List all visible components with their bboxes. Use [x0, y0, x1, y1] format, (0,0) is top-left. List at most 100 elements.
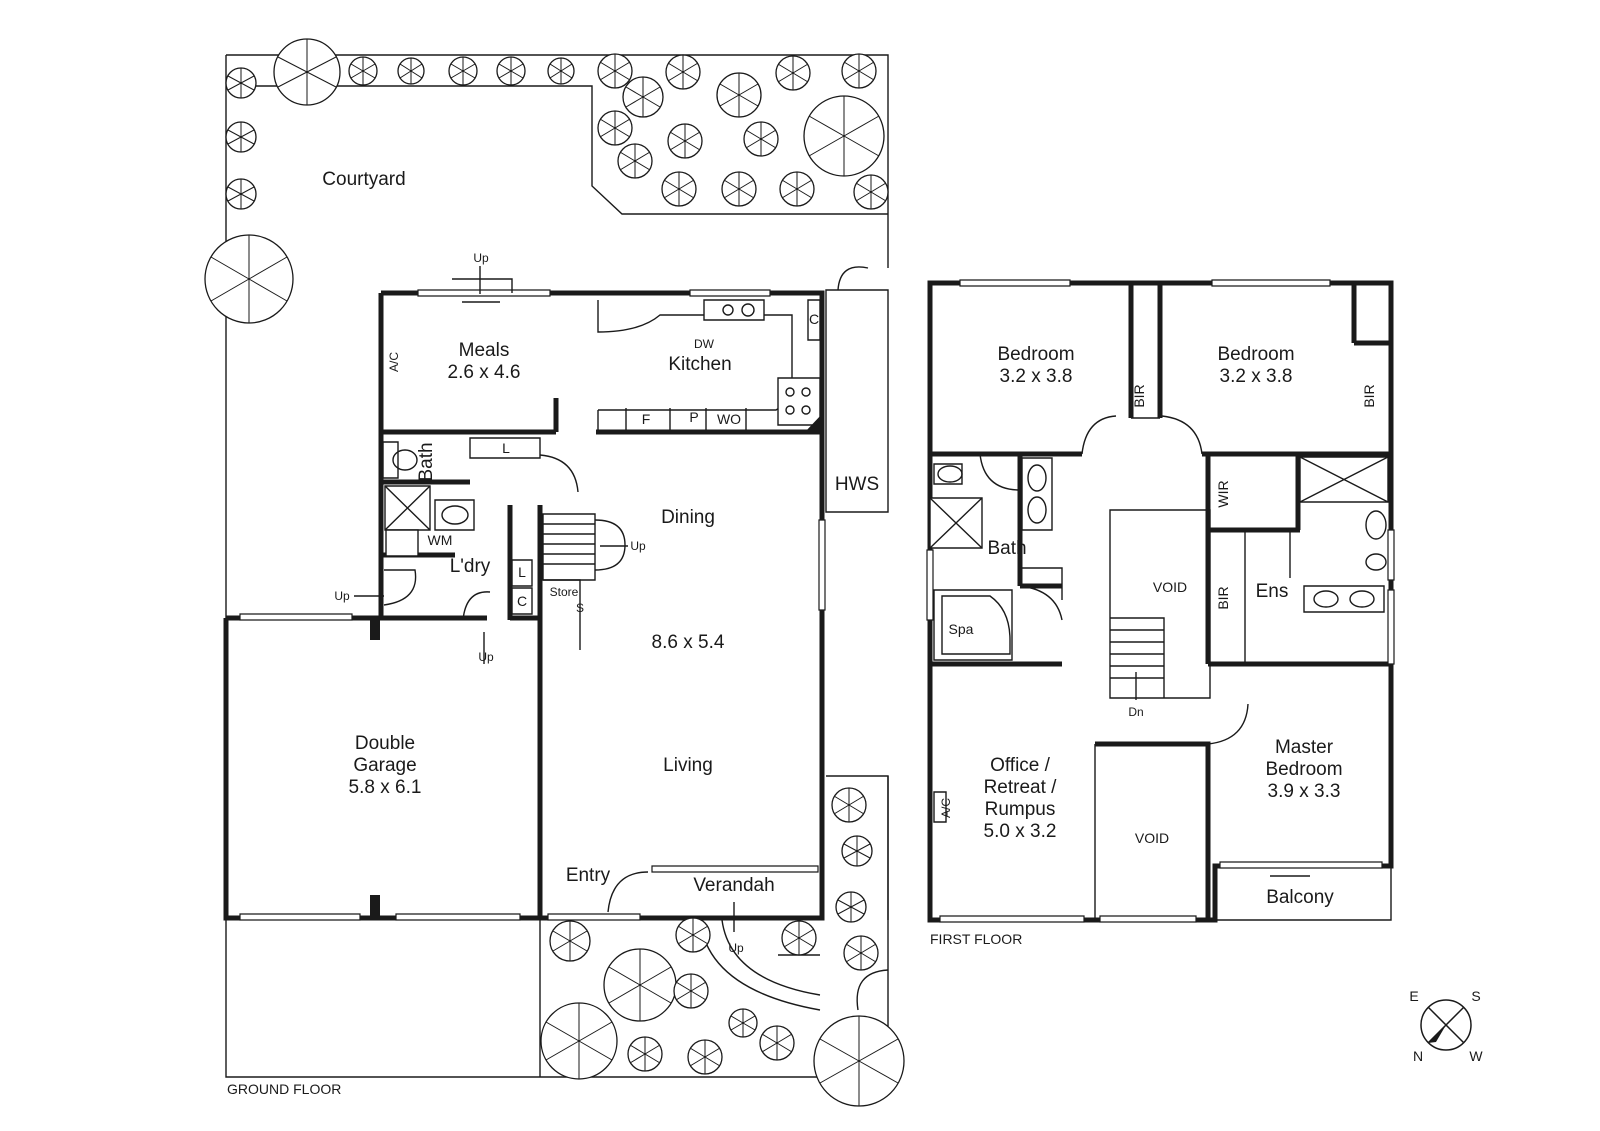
room-size-office: 5.0 x 3.2: [984, 821, 1057, 842]
tree-icon: [661, 171, 697, 207]
tree-icon: [743, 121, 779, 157]
up-label-garage: Up: [478, 650, 494, 664]
down-label: Dn: [1128, 705, 1143, 719]
room-label-bath-ground: Bath: [416, 442, 437, 481]
compass-south: S: [1471, 988, 1480, 1004]
store-label: Store: [550, 585, 579, 599]
tree-icon: [225, 121, 257, 153]
first-floor-caption: FIRST FLOOR: [930, 931, 1022, 947]
compass-north: N: [1413, 1048, 1423, 1064]
room-label-office-3: Rumpus: [985, 799, 1056, 820]
ground-floor-labels: Courtyard Meals 2.6 x 4.6 DW Kitchen C F…: [227, 169, 879, 1097]
ground-floor-caption: GROUND FLOOR: [227, 1081, 341, 1097]
tree-icon: [803, 95, 885, 177]
room-label-bath-first: Bath: [987, 538, 1026, 559]
room-label-dining: Dining: [661, 507, 715, 528]
fridge-label: F: [642, 411, 651, 427]
tree-icon: [675, 917, 711, 953]
room-label-office-2: Retreat /: [984, 777, 1058, 798]
pantry-label: P: [689, 409, 698, 425]
up-label-laundry: Up: [334, 589, 350, 603]
tree-icon: [627, 1036, 663, 1072]
tree-icon: [665, 54, 701, 90]
room-label-laundry: L'dry: [450, 556, 491, 577]
tree-icon: [597, 110, 633, 146]
bir-label-3: BIR: [1215, 586, 1231, 609]
tree-icon: [549, 920, 591, 962]
ac-label-ground: A/C: [387, 352, 401, 372]
tree-icon: [779, 171, 815, 207]
dishwasher-label: DW: [694, 337, 715, 351]
tree-icon: [831, 787, 867, 823]
tree-icon: [617, 143, 653, 179]
room-size-master: 3.9 x 3.3: [1268, 781, 1341, 802]
room-label-living: Living: [663, 755, 713, 776]
room-label-courtyard: Courtyard: [322, 169, 405, 190]
bir-label-2: BIR: [1361, 384, 1377, 407]
void-label-1: VOID: [1153, 579, 1187, 595]
tree-icon: [781, 920, 817, 956]
tree-icon: [547, 57, 575, 85]
room-label-entry: Entry: [566, 865, 611, 886]
room-label-hws: HWS: [835, 474, 879, 495]
wir-label: WIR: [1215, 480, 1231, 507]
tree-icon: [775, 55, 811, 91]
linen-label-store: L: [518, 564, 526, 580]
compass-east: E: [1409, 988, 1418, 1004]
tree-icon: [204, 234, 294, 324]
room-size-meals: 2.6 x 4.6: [448, 362, 521, 383]
room-label-garage-2: Garage: [353, 755, 416, 776]
room-label-ensuite: Ens: [1256, 581, 1289, 602]
tree-icon: [667, 123, 703, 159]
tree-icon: [540, 1002, 618, 1080]
room-size-garage: 5.8 x 6.1: [349, 777, 422, 798]
tree-icon: [835, 891, 867, 923]
room-label-master-2: Bedroom: [1265, 759, 1342, 780]
tree-icon: [721, 171, 757, 207]
room-label-bedroom-2: Bedroom: [1217, 344, 1294, 365]
s-label: S: [576, 601, 584, 615]
tree-icon: [597, 53, 633, 89]
up-label-meals: Up: [473, 251, 489, 265]
room-size-living: 8.6 x 5.4: [652, 632, 725, 653]
tree-icon: [728, 1008, 758, 1038]
room-label-garage-1: Double: [355, 733, 415, 754]
spa-label: Spa: [949, 621, 974, 637]
tree-icon: [841, 53, 877, 89]
ground-floor-plan: [223, 54, 889, 1078]
void-label-2: VOID: [1135, 830, 1169, 846]
tree-icon: [843, 935, 879, 971]
linen-label-bath: L: [502, 440, 510, 456]
tree-icon: [673, 973, 709, 1009]
cupboard-label: C: [809, 311, 819, 327]
tree-icon: [273, 38, 341, 106]
tree-icon: [687, 1039, 723, 1075]
tree-icon: [841, 835, 873, 867]
tree-icon: [813, 1015, 905, 1107]
ac-label-first: A/C: [939, 798, 953, 818]
room-label-master-1: Master: [1275, 737, 1334, 758]
first-floor-plan: [926, 279, 1395, 923]
room-label-kitchen: Kitchen: [668, 354, 731, 375]
room-size-bedroom-1: 3.2 x 3.8: [1000, 366, 1073, 387]
room-label-balcony: Balcony: [1266, 887, 1334, 908]
room-label-verandah: Verandah: [693, 875, 774, 896]
tree-icon: [716, 72, 762, 118]
cupboard-label-store: C: [517, 593, 527, 609]
room-size-bedroom-2: 3.2 x 3.8: [1220, 366, 1293, 387]
tree-icon: [225, 178, 257, 210]
room-label-office-1: Office /: [990, 755, 1051, 776]
room-label-bedroom-1: Bedroom: [997, 344, 1074, 365]
tree-icon: [348, 56, 378, 86]
tree-icon: [759, 1025, 795, 1061]
washing-machine-label: WM: [428, 532, 453, 548]
tree-icon: [603, 948, 677, 1022]
tree-icon: [622, 76, 664, 118]
tree-icon: [225, 67, 257, 99]
compass-icon: E S N W: [1409, 988, 1483, 1064]
up-label-verandah: Up: [728, 941, 744, 955]
compass-west: W: [1469, 1048, 1483, 1064]
tree-icon: [448, 56, 478, 86]
up-label-stairs: Up: [630, 539, 646, 553]
